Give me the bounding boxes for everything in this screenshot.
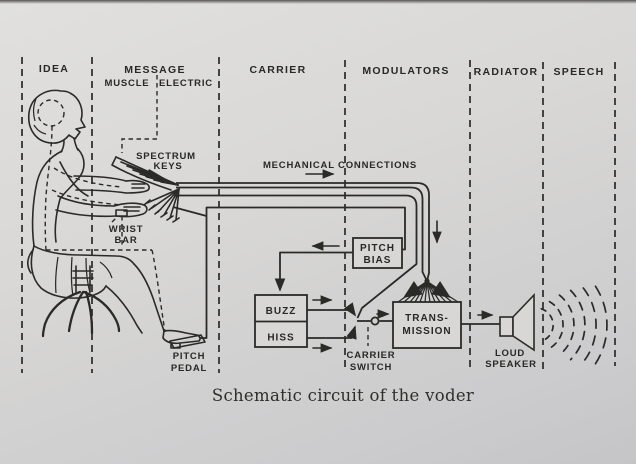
annotation-labels: SPECTRUM KEYS MECHANICAL CONNECTIONS WRI… bbox=[109, 151, 537, 374]
figure-upper-arm bbox=[59, 161, 89, 197]
loudspeaker-icon bbox=[499, 293, 535, 352]
section-dividers bbox=[21, 57, 616, 373]
pitch-bias-label-2: BIAS bbox=[364, 255, 392, 266]
transmission-fan bbox=[397, 278, 459, 303]
figure-second-arm bbox=[55, 195, 117, 218]
carrier-switch-label-2: SWITCH bbox=[350, 362, 392, 373]
fan-arrow-right bbox=[425, 280, 451, 298]
transmission-label-2: MISSION bbox=[402, 326, 451, 337]
figure-hair-lines bbox=[33, 98, 47, 135]
wire-pedal-to-pitch-bias bbox=[200, 206, 406, 339]
section-label-modulators: MODULATORS bbox=[362, 65, 449, 77]
wire-hiss-out bbox=[307, 325, 357, 340]
carrier-switch-contact bbox=[370, 316, 380, 326]
wire-lower-keys bbox=[172, 206, 207, 217]
fan-arrow-left bbox=[403, 280, 429, 298]
pitch-pedal-label-2: PEDAL bbox=[171, 363, 207, 374]
pitch-pedal-label-1: PITCH bbox=[173, 351, 206, 362]
section-label-idea: IDEA bbox=[39, 63, 69, 75]
transmission-box bbox=[392, 301, 462, 349]
section-label-carrier: CARRIER bbox=[250, 64, 307, 76]
wire-pitch-bias-to-buzz bbox=[274, 251, 353, 292]
carrier-switch-label-1: CARRIER bbox=[347, 350, 396, 361]
wire-keys-1 bbox=[176, 182, 430, 282]
component-boxes: PITCH BIAS BUZZ HISS TRANS- MISSION bbox=[254, 237, 462, 349]
brain-icon bbox=[37, 99, 65, 127]
wire-wrist-to-carrier-switch bbox=[174, 194, 418, 319]
wire-buzz-out bbox=[307, 302, 357, 317]
fan-apex-node bbox=[424, 278, 430, 284]
figure-front bbox=[54, 148, 85, 243]
flow-arrows bbox=[305, 169, 494, 353]
connection-wires bbox=[172, 182, 500, 346]
keyboard-lower-fan bbox=[143, 188, 180, 223]
section-label-message: MESSAGE bbox=[124, 64, 186, 76]
nerve-path-arm-lower bbox=[51, 189, 123, 206]
stool-legs bbox=[41, 290, 121, 338]
keyboard-apex-wedge bbox=[145, 169, 178, 186]
sublabel-electric: ELECTRIC bbox=[159, 78, 213, 89]
mechanical-connections-label: MECHANICAL CONNECTIONS bbox=[263, 160, 417, 171]
transmission-label-1: TRANS- bbox=[405, 313, 449, 324]
figure-forearm-top bbox=[73, 175, 127, 182]
figure-back bbox=[31, 150, 63, 247]
wrist-bar-label-2: BAR bbox=[115, 235, 138, 246]
sublabel-muscle: MUSCLE bbox=[105, 78, 150, 89]
figure-forearm-bottom bbox=[75, 189, 127, 194]
wrist-bar-icon bbox=[111, 209, 128, 223]
section-label-speech: SPEECH bbox=[554, 66, 605, 78]
stool-seat-edge bbox=[27, 249, 34, 274]
photo-top-edge-shadow bbox=[0, 0, 636, 4]
stool-column bbox=[72, 265, 94, 293]
nerve-path-spine bbox=[44, 125, 53, 251]
pitch-bias-label-1: PITCH bbox=[360, 243, 395, 254]
figure-skirt bbox=[30, 245, 107, 299]
figure-skirt-pleats bbox=[54, 256, 113, 297]
loud-speaker-label-1: LOUD bbox=[495, 348, 525, 359]
section-labels: IDEA MESSAGE MUSCLE ELECTRIC CARRIER MOD… bbox=[39, 63, 605, 89]
spectrum-keyboard bbox=[111, 156, 180, 223]
figure-shin bbox=[133, 263, 165, 332]
seated-operator-figure bbox=[27, 89, 201, 349]
nerve-path-leg bbox=[46, 216, 166, 333]
spectrum-keys-label-1: SPECTRUM bbox=[136, 151, 196, 162]
wire-keys-2 bbox=[176, 186, 428, 282]
figure-calf bbox=[105, 285, 143, 334]
figure-head bbox=[27, 89, 86, 144]
nerve-path-arm-upper bbox=[53, 167, 123, 188]
wrist-bar-label-1: WRIST bbox=[109, 224, 144, 235]
figure-lap bbox=[33, 245, 135, 265]
buzz-label: BUZZ bbox=[266, 306, 297, 317]
pitch-pedal-icon bbox=[169, 334, 206, 349]
divider-muscle-electric bbox=[121, 75, 158, 153]
section-label-radiator: RADIATOR bbox=[474, 66, 539, 78]
pitch-bias-box bbox=[352, 237, 403, 269]
hiss-label: HISS bbox=[267, 333, 294, 344]
spectrum-keys-label-2: KEYS bbox=[153, 161, 182, 172]
figure-caption: Schematic circuit of the voder bbox=[212, 386, 474, 405]
loud-speaker-label-2: SPEAKER bbox=[485, 359, 537, 370]
sound-waves-icon bbox=[540, 285, 608, 365]
figure-hand-upper bbox=[125, 179, 150, 194]
